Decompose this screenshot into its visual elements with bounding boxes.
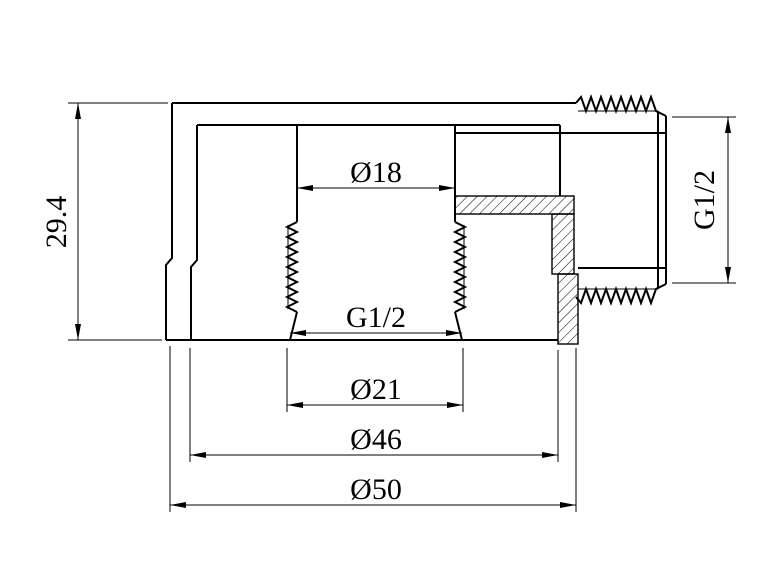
dim-overall-height-label: 29.4	[40, 196, 73, 249]
section-hatching	[454, 195, 579, 345]
dim-internal-thread: G1/2	[290, 301, 462, 336]
dim-outer-base: Ø50	[169, 346, 577, 512]
dim-outlet-thread-label: G1/2	[688, 170, 721, 230]
dim-inner-base-label: Ø46	[350, 423, 402, 456]
dim-thread-bore-label: Ø21	[350, 373, 402, 406]
dim-internal-thread-label: G1/2	[346, 301, 406, 334]
dim-outlet-thread: G1/2	[672, 116, 736, 284]
dim-inner-base: Ø46	[189, 348, 559, 462]
dim-overall-height: 29.4	[40, 102, 168, 341]
dim-thread-bore: Ø21	[286, 348, 464, 412]
body-outline	[165, 102, 576, 341]
outlet-pipe	[455, 94, 667, 306]
dim-upper-bore-label: Ø18	[350, 156, 402, 189]
dim-outer-base-label: Ø50	[350, 473, 402, 506]
dim-upper-bore: Ø18	[297, 156, 455, 191]
